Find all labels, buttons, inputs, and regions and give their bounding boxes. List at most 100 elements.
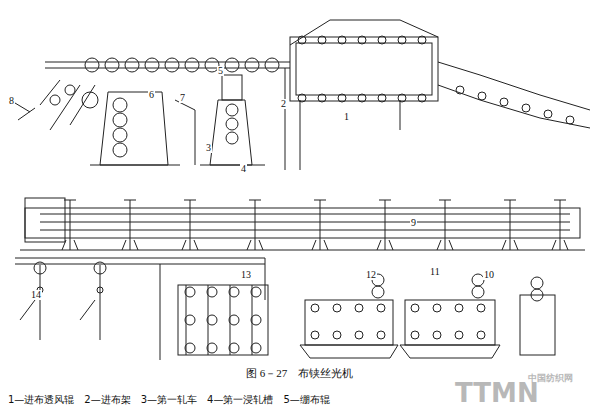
callout-number: 8 xyxy=(8,96,15,106)
frame-line xyxy=(184,200,196,201)
roller xyxy=(298,36,306,44)
roller xyxy=(455,304,463,312)
roller xyxy=(377,304,385,312)
washing-section xyxy=(15,258,555,360)
roller xyxy=(477,331,485,339)
callout-number: 2 xyxy=(280,99,287,109)
frame-line xyxy=(502,240,506,250)
frame-line xyxy=(510,200,511,250)
frame-line xyxy=(385,200,386,250)
roller xyxy=(185,58,199,72)
frame-line xyxy=(379,200,391,201)
roller xyxy=(433,304,441,312)
callout-number: 4 xyxy=(240,164,247,174)
roller xyxy=(113,128,127,142)
roller xyxy=(338,94,346,102)
callout-number: 7 xyxy=(179,93,186,103)
frame-line xyxy=(186,285,187,355)
roller xyxy=(318,36,326,44)
frame-line xyxy=(194,240,198,250)
callout-number: 1 xyxy=(343,112,350,122)
roller xyxy=(105,58,119,72)
roller xyxy=(50,95,60,105)
roller xyxy=(472,286,484,298)
frame-line xyxy=(552,240,556,250)
roller xyxy=(34,262,46,274)
roller xyxy=(145,58,159,72)
roller xyxy=(333,331,341,339)
frame-line xyxy=(62,240,66,250)
frame-line xyxy=(377,240,381,250)
frame-line xyxy=(134,240,138,250)
frame-line xyxy=(247,240,251,250)
roller xyxy=(298,94,306,102)
frame-line xyxy=(320,200,321,250)
frame-line xyxy=(74,240,78,250)
callout-number: 10 xyxy=(483,270,495,280)
roller xyxy=(418,94,426,102)
frame-line xyxy=(255,200,256,250)
frame-line xyxy=(445,200,446,250)
callout-number: 13 xyxy=(240,270,252,280)
roller xyxy=(113,143,127,157)
roller xyxy=(378,36,386,44)
roller xyxy=(377,331,385,339)
frame-line xyxy=(182,240,186,250)
frame-line xyxy=(249,200,261,201)
frame-line xyxy=(554,200,566,201)
roller xyxy=(226,118,238,130)
roller xyxy=(245,58,259,72)
frame-line xyxy=(190,200,191,250)
frame-line xyxy=(514,240,518,250)
roller xyxy=(418,36,426,44)
frame-line xyxy=(122,240,126,250)
frame-line xyxy=(230,285,231,355)
roller xyxy=(544,110,552,118)
roller xyxy=(318,94,326,102)
roller xyxy=(500,98,508,106)
frame-line xyxy=(324,240,328,250)
frame-line xyxy=(389,240,393,250)
roller xyxy=(333,304,341,312)
roller xyxy=(372,286,384,298)
rollers xyxy=(34,36,574,355)
frame-line xyxy=(564,240,568,250)
frame-line xyxy=(259,240,263,250)
frame-line xyxy=(504,200,516,201)
callout-number: 5 xyxy=(217,66,224,76)
roller xyxy=(311,331,319,339)
roller xyxy=(522,104,530,112)
roller xyxy=(433,331,441,339)
frame-line xyxy=(208,285,209,355)
roller xyxy=(265,58,279,72)
roller xyxy=(311,304,319,312)
callout-number: 11 xyxy=(429,267,441,277)
roller xyxy=(226,104,238,116)
callout-number: 12 xyxy=(365,270,377,280)
roller xyxy=(455,331,463,339)
roller xyxy=(338,36,346,44)
roller xyxy=(531,289,543,301)
roller xyxy=(82,92,98,108)
roller xyxy=(97,287,103,293)
roller xyxy=(531,277,543,289)
parts-key: 1—进布透风辊 2—进布架 3—第一轧车 4—第一浸轧槽 5—绷布辊 xyxy=(8,395,330,405)
roller xyxy=(225,58,239,72)
frame-line xyxy=(312,240,316,250)
roller xyxy=(566,116,574,124)
callout-number: 14 xyxy=(30,290,42,300)
roller xyxy=(398,94,406,102)
frame-line xyxy=(252,285,253,355)
roller xyxy=(85,58,99,72)
roller xyxy=(411,331,419,339)
roller xyxy=(226,132,238,144)
frame-line xyxy=(437,240,441,250)
figure-caption: 图 6－27 布铗丝光机 xyxy=(246,368,353,379)
callout-number: 6 xyxy=(148,90,155,100)
roller xyxy=(411,304,419,312)
roller xyxy=(355,304,363,312)
roller xyxy=(65,85,75,95)
roller xyxy=(355,331,363,339)
frame-line xyxy=(560,200,561,250)
